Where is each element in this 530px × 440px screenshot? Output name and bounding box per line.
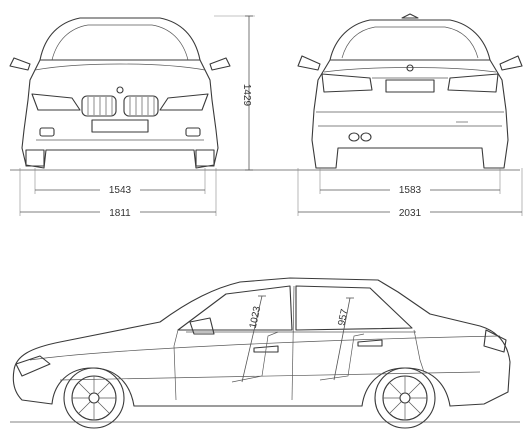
front-headroom-label: 1023 [248,305,263,329]
left-taillight [321,73,373,93]
rear-track-label: 1583 [399,185,422,196]
front-dimensions: 1429 1543 1811 [19,15,255,219]
left-mirror-rear [297,55,321,71]
side-mirror [189,317,215,335]
grille-right [123,95,159,117]
rear-view [297,13,523,169]
right-taillight [447,73,499,93]
rear-door-handle [357,339,383,347]
rear-plate [385,79,435,93]
front-plate [91,119,149,133]
rear-headroom-label: 957 [336,308,350,327]
rear-badge [406,64,414,72]
front-badge [116,86,124,94]
rear-headroom-line [333,297,351,381]
front-track-label: 1543 [109,185,132,196]
rear-dimensions: 1583 2031 [297,168,523,219]
rear-wheel [374,367,436,429]
right-headlight [159,93,209,111]
side-view [10,277,520,429]
width-with-mirrors-label: 2031 [399,208,422,219]
exhaust-left [348,132,360,142]
front-view [9,17,520,171]
right-mirror-rear [499,55,523,71]
front-wheel [63,367,125,429]
front-door-handle [253,345,279,353]
rear-window [295,285,413,331]
grille-left [81,95,117,117]
side-taillight [483,329,507,353]
front-headroom-line [241,295,263,383]
side-headlight [15,355,51,377]
height-label: 1429 [241,84,252,107]
exhaust-right [360,132,372,142]
front-window [177,285,293,331]
headroom-dimensions: 1023 957 [241,295,354,383]
left-headlight [31,93,81,111]
left-mirror-front [9,57,31,71]
right-mirror-front [209,57,231,71]
width-label: 1811 [109,208,131,219]
